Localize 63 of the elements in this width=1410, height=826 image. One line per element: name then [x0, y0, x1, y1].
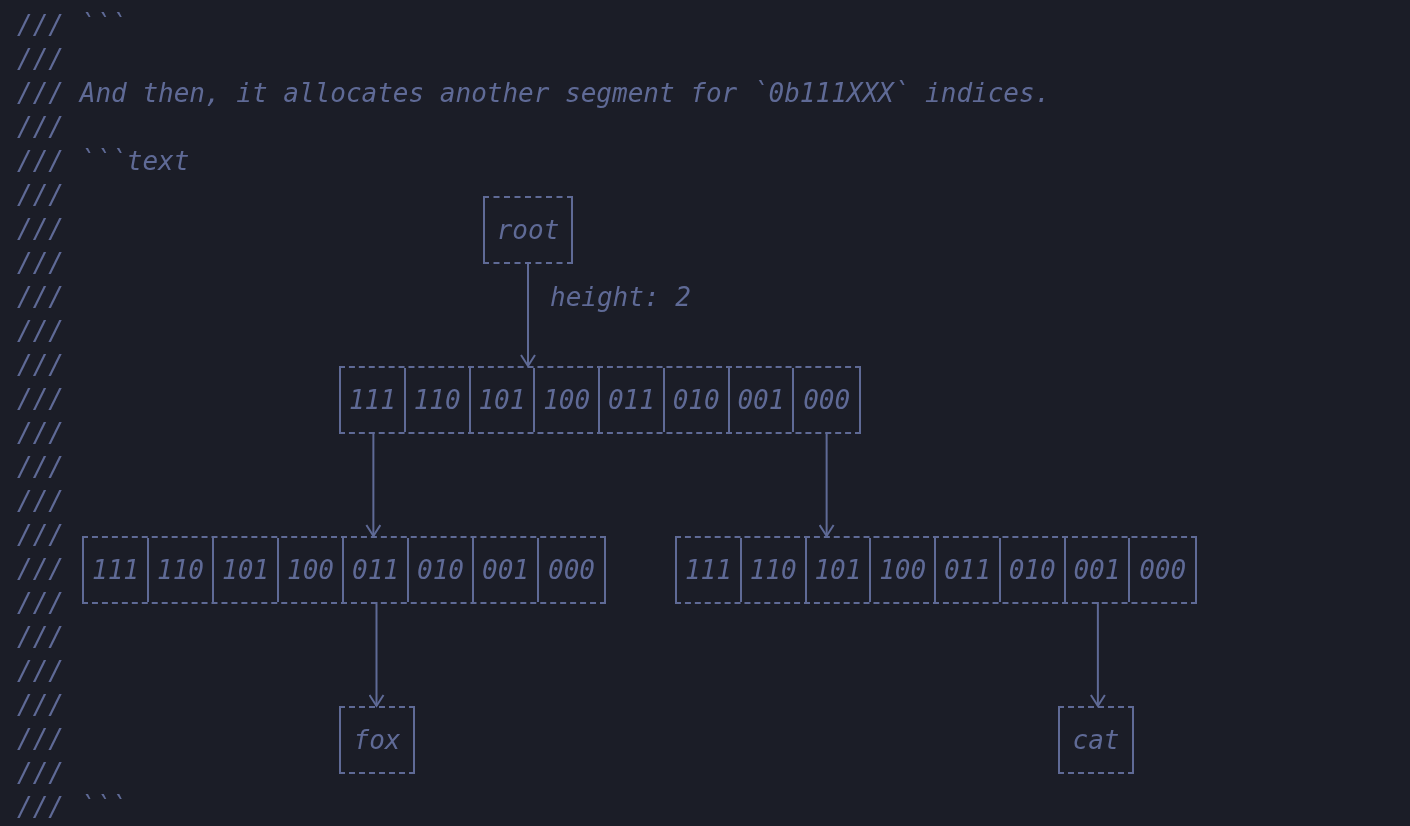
index-slot: 110	[149, 538, 214, 602]
index-slot: 100	[279, 538, 344, 602]
code-fence: ```	[79, 10, 127, 40]
index-slot: 101	[470, 368, 536, 432]
comment-marker: ///	[17, 486, 64, 516]
comment-marker: ///	[17, 78, 64, 108]
node-box: fox	[339, 706, 415, 774]
comment-marker: ///	[17, 690, 64, 720]
index-slot: 010	[1000, 538, 1066, 602]
arrow	[818, 431, 835, 537]
index-slot: 000	[1130, 538, 1195, 602]
index-slot: 010	[409, 538, 474, 602]
index-slot: 011	[936, 538, 1001, 602]
comment-marker: ///	[17, 214, 64, 244]
comment-marker: ///	[17, 350, 64, 380]
node-box: cat	[1058, 706, 1134, 774]
arrow	[365, 431, 382, 537]
index-slot: 000	[794, 368, 859, 432]
index-slot: 101	[806, 538, 872, 602]
comment-marker: ///	[17, 588, 64, 618]
comment-marker: ///	[17, 180, 64, 210]
index-slot: 110	[741, 538, 807, 602]
index-slot: 010	[664, 368, 730, 432]
index-slot: 100	[871, 538, 936, 602]
comment-marker: ///	[17, 622, 64, 652]
segment-array	[675, 536, 1197, 604]
comment-marker: ///	[17, 112, 64, 142]
comment-marker: ///	[17, 792, 64, 822]
comment-marker: ///	[17, 758, 64, 788]
index-slot: 001	[729, 368, 795, 432]
comment-marker: ///	[17, 656, 64, 686]
comment-marker: ///	[17, 724, 64, 754]
comment-marker: ///	[17, 282, 64, 312]
index-slot: 101	[214, 538, 279, 602]
index-slot: 011	[600, 368, 665, 432]
index-slot: 100	[535, 368, 600, 432]
comment-marker: ///	[17, 554, 64, 584]
code-fence: ```text	[79, 146, 190, 176]
index-slot: 111	[677, 538, 742, 602]
comment-marker: ///	[17, 248, 64, 278]
comment-text: And then, it allocates another segment for `0b111XXX` indices.	[79, 78, 1051, 108]
comment-marker: ///	[17, 384, 64, 414]
comment-marker: ///	[17, 44, 64, 74]
comment-marker: ///	[17, 418, 64, 448]
comment-marker: ///	[17, 146, 64, 176]
index-slot: 111	[341, 368, 406, 432]
arrow	[1089, 601, 1106, 707]
index-slot: 001	[474, 538, 539, 602]
index-slot: 011	[344, 538, 409, 602]
segment-array	[82, 536, 606, 604]
index-slot: 111	[84, 538, 149, 602]
index-slot: 110	[405, 368, 471, 432]
segment-array	[339, 366, 861, 434]
comment-marker: ///	[17, 10, 64, 40]
arrow	[368, 601, 385, 707]
arrow	[520, 263, 536, 367]
index-slot: 001	[1065, 538, 1131, 602]
comment-marker: ///	[17, 520, 64, 550]
index-slot: 000	[539, 538, 604, 602]
comment-marker: ///	[17, 316, 64, 346]
comment-marker: ///	[17, 452, 64, 482]
code-fence: ```	[79, 792, 127, 822]
node-box: root	[483, 196, 573, 264]
